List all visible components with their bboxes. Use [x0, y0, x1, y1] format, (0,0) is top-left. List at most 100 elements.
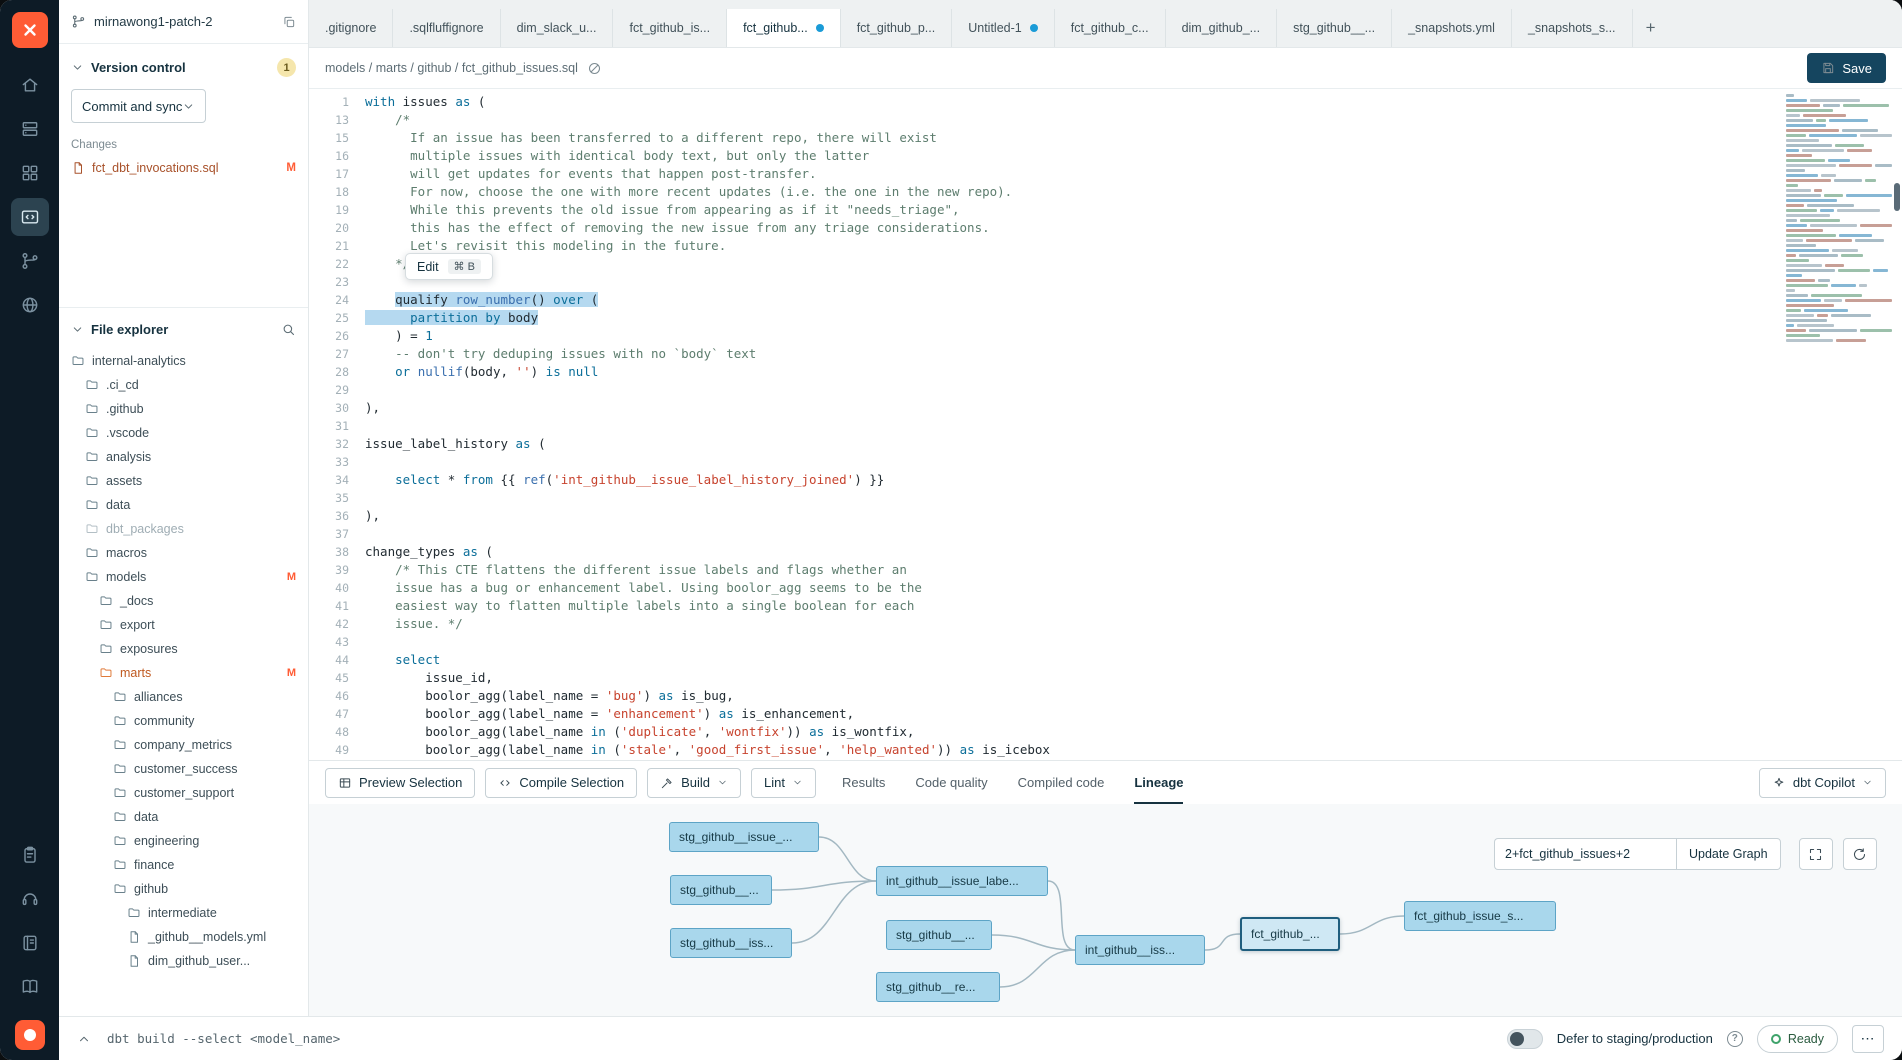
tree-item-finance[interactable]: finance [59, 853, 308, 877]
changed-file-row[interactable]: fct_dbt_invocations.sql M [59, 157, 308, 179]
code-line[interactable]: 29 [309, 381, 1902, 399]
code-line[interactable]: 42 issue. */ [309, 615, 1902, 633]
code-line[interactable]: 37 [309, 525, 1902, 543]
editor-tab[interactable]: _snapshots.yml [1392, 9, 1512, 47]
code-line[interactable]: 25 partition by body [309, 309, 1902, 327]
code-line[interactable]: 16 multiple issues with identical body t… [309, 147, 1902, 165]
code-line[interactable]: 21 Let's revisit this modeling in the fu… [309, 237, 1902, 255]
tree-item-assets[interactable]: assets [59, 469, 308, 493]
editor-tab[interactable]: .gitignore [309, 9, 394, 47]
tree-item-internal-analytics[interactable]: internal-analytics [59, 349, 308, 373]
dbt-copilot-button[interactable]: dbt Copilot [1758, 767, 1886, 798]
lineage-node[interactable]: stg_github__issue_... [669, 822, 819, 852]
rail-item-headset[interactable] [11, 880, 49, 918]
tree-item-dbt_packages[interactable]: dbt_packages [59, 517, 308, 541]
tree-item-engineering[interactable]: engineering [59, 829, 308, 853]
search-icon[interactable] [281, 322, 296, 337]
tree-item-company_metrics[interactable]: company_metrics [59, 733, 308, 757]
code-line[interactable]: 43 [309, 633, 1902, 651]
editor-tab[interactable]: fct_github_c... [1054, 9, 1166, 47]
code-line[interactable]: 22 */ [309, 255, 1902, 273]
new-tab-button[interactable]: + [1645, 18, 1656, 37]
refresh-button[interactable] [1842, 838, 1877, 870]
result-tab-lineage[interactable]: Lineage [1134, 761, 1184, 804]
rail-item-develop[interactable] [10, 198, 49, 236]
tree-item-data[interactable]: data [59, 805, 308, 829]
code-line[interactable]: 24 qualify row_number() over ( [309, 291, 1902, 309]
compile-selection-button[interactable]: Compile Selection [485, 767, 638, 798]
editor-tab[interactable]: fct_github_p... [840, 9, 953, 47]
lineage-node[interactable]: stg_github__re... [876, 972, 1000, 1002]
tree-item-dim_github_user...[interactable]: dim_github_user... [59, 949, 308, 973]
lineage-node[interactable]: fct_github_issue_s... [1404, 901, 1556, 931]
editor-tab[interactable]: fct_github_is... [613, 9, 728, 47]
editor-tab[interactable]: .sqlfluffignore [393, 9, 501, 47]
tree-item-.vscode[interactable]: .vscode [59, 421, 308, 445]
tree-item-export[interactable]: export [59, 613, 308, 637]
minimap[interactable] [1786, 93, 1892, 343]
dbt-logo-icon[interactable] [11, 12, 48, 48]
lineage-node[interactable]: int_github__iss... [1075, 935, 1205, 965]
build-button[interactable]: Build [647, 767, 742, 798]
editor-tab[interactable]: stg_github__... [1277, 9, 1393, 47]
rail-item-notebook[interactable] [11, 924, 49, 962]
edit-context-menu[interactable]: Edit ⌘ B [405, 253, 493, 280]
code-line[interactable]: 35 [309, 489, 1902, 507]
code-line[interactable]: 15 If an issue has been transferred to a… [309, 129, 1902, 147]
more-menu-button[interactable]: ⋯ [1852, 1024, 1884, 1053]
code-line[interactable]: 49 boolor_agg(label_name in ('stale', 'g… [309, 741, 1902, 759]
rail-item-apps[interactable] [11, 154, 49, 192]
tree-item-customer_success[interactable]: customer_success [59, 757, 308, 781]
ready-status-badge[interactable]: Ready [1756, 1024, 1838, 1053]
lineage-node[interactable]: stg_github__... [886, 920, 992, 950]
tree-item-macros[interactable]: macros [59, 541, 308, 565]
code-line[interactable]: 40 issue has a bug or enhancement label.… [309, 579, 1902, 597]
tree-item-_docs[interactable]: _docs [59, 589, 308, 613]
code-line[interactable]: 33 [309, 453, 1902, 471]
lineage-node[interactable]: int_github__issue_labe... [876, 866, 1048, 896]
tree-item-analysis[interactable]: analysis [59, 445, 308, 469]
code-line[interactable]: 48 boolor_agg(label_name in ('duplicate'… [309, 723, 1902, 741]
lint-button[interactable]: Lint [751, 767, 816, 798]
code-line[interactable]: 41 easiest way to flatten multiple label… [309, 597, 1902, 615]
lineage-node[interactable]: stg_github__iss... [670, 928, 792, 958]
lineage-selector-input[interactable] [1494, 838, 1676, 870]
code-line[interactable]: 44 select [309, 651, 1902, 669]
file-action-icon[interactable] [587, 61, 602, 76]
code-line[interactable]: 17 will get updates for events that happ… [309, 165, 1902, 183]
code-line[interactable]: 39 /* This CTE flattens the different is… [309, 561, 1902, 579]
editor-tab[interactable]: dim_slack_u... [500, 9, 614, 47]
rail-item-home[interactable] [11, 66, 49, 104]
brand-icon[interactable] [14, 1020, 45, 1050]
rail-item-globe[interactable] [11, 286, 49, 324]
tree-item-community[interactable]: community [59, 709, 308, 733]
tree-item-data[interactable]: data [59, 493, 308, 517]
help-icon[interactable]: ? [1726, 1030, 1743, 1047]
rail-item-clipboard[interactable] [11, 836, 49, 874]
result-tab-results[interactable]: Results [842, 775, 886, 790]
rail-item-storage[interactable] [11, 110, 49, 148]
version-control-header[interactable]: Version control 1 [59, 44, 308, 85]
editor-scrollbar-thumb[interactable] [1894, 183, 1900, 211]
tree-item-.ci_cd[interactable]: .ci_cd [59, 373, 308, 397]
tree-item-github[interactable]: github [59, 877, 308, 901]
code-line[interactable]: 31 [309, 417, 1902, 435]
lineage-node[interactable]: fct_github_... [1240, 917, 1340, 951]
editor-tab[interactable]: _snapshots_s... [1511, 9, 1633, 47]
code-line[interactable]: 45 issue_id, [309, 669, 1902, 687]
tree-item-.github[interactable]: .github [59, 397, 308, 421]
copy-icon[interactable] [282, 15, 296, 29]
tree-item-exposures[interactable]: exposures [59, 637, 308, 661]
result-tab-code-quality[interactable]: Code quality [915, 775, 988, 790]
code-line[interactable]: 27 -- don't try deduping issues with no … [309, 345, 1902, 363]
editor-tab[interactable]: fct_github... [727, 9, 841, 47]
tree-item-alliances[interactable]: alliances [59, 685, 308, 709]
preview-selection-button[interactable]: Preview Selection [325, 767, 476, 798]
rail-item-branch[interactable] [11, 242, 49, 280]
code-line[interactable]: 30), [309, 399, 1902, 417]
save-button[interactable]: Save [1807, 53, 1886, 83]
